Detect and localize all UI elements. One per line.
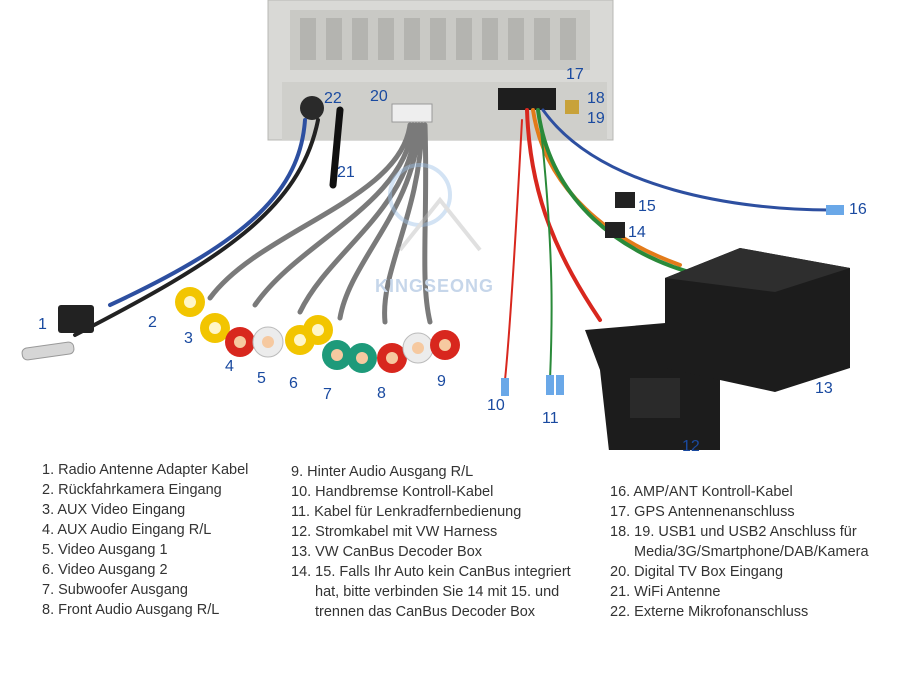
legend-column-3: 16. AMP/ANT Kontroll-Kabel 17. GPS Anten… [610,482,869,622]
callout-17: 17 [566,66,584,83]
callout-11: 11 [542,410,559,427]
callout-6: 6 [289,375,298,392]
rca-white-connector [402,332,434,364]
callout-10: 10 [487,397,505,414]
rca-green-connector [347,343,377,373]
callout-19: 19 [587,110,605,127]
rca-red-connector [225,327,255,357]
wires [73,106,832,381]
legend-item: 8. Front Audio Ausgang R/L [42,602,220,618]
rca-green-connector [322,340,352,370]
legend-item: 22. Externe Mikrofonanschluss [610,604,809,620]
callout-5: 5 [257,370,266,387]
legend-item: 6. Video Ausgang 2 [42,562,168,578]
callout-15: 15 [638,198,656,215]
watermark-text: KINGSEONG [375,276,495,296]
legend-column-2: 9. Hinter Audio Ausgang R/L 10. Handbrem… [291,462,571,622]
head-unit-chassis [267,0,614,141]
callout-21: 21 [337,164,355,181]
legend-item: 9. Hinter Audio Ausgang R/L [291,464,474,480]
legend-item: 11. Kabel für Lenkradfernbedienung [291,504,522,520]
callout-20: 20 [370,88,388,105]
rca-connectors [175,287,460,373]
rca-red-connector [377,343,407,373]
callout-22: 22 [324,90,342,107]
legend-item: 7. Subwoofer Ausgang [42,582,188,598]
callout-13: 13 [815,380,833,397]
legend-item: 16. AMP/ANT Kontroll-Kabel [610,484,793,500]
legend-item-continuation: hat, bitte verbinden Sie 14 mit 15. und [315,584,560,600]
legend-item: 20. Digital TV Box Eingang [610,564,784,580]
legend-item: 14. 15. Falls Ihr Auto kein CanBus integ… [291,564,571,580]
legend-item: 2. Rückfahrkamera Eingang [42,482,222,498]
legend-item: 12. Stromkabel mit VW Harness [291,524,498,540]
callout-4: 4 [225,358,234,375]
callout-8: 8 [377,385,386,402]
callout-18: 18 [587,90,605,107]
legend-item: 5. Video Ausgang 1 [42,542,168,558]
wire-terminals [501,192,844,396]
rca-yellow-connector [200,313,230,343]
canbus-decoder-box [665,248,850,392]
rca-yellow-connector [303,315,333,345]
callout-14: 14 [628,224,646,241]
callout-7: 7 [323,386,332,403]
antenna-adapter-plug [21,305,94,361]
rca-white-connector [252,326,284,358]
wiring-illustration [21,0,850,450]
legend-item: 10. Handbremse Kontroll-Kabel [291,484,494,500]
callout-1: 1 [38,316,47,333]
callout-12: 12 [682,438,700,455]
legend-item-continuation: trennen das CanBus Decoder Box [315,604,536,620]
rca-red-connector [430,330,460,360]
callout-9: 9 [437,373,446,390]
callout-3: 3 [184,330,193,347]
legend-item: 17. GPS Antennenanschluss [610,504,795,520]
callout-2: 2 [148,314,157,331]
legend-item: 1. Radio Antenne Adapter Kabel [42,462,249,478]
legend-item: 21. WiFi Antenne [610,584,721,600]
rca-yellow-connector [175,287,205,317]
legend-item-continuation: Media/3G/Smartphone/DAB/Kamera [634,544,869,560]
legend-item: 18. 19. USB1 und USB2 Anschluss für [610,524,857,540]
legend-item: 3. AUX Video Eingang [42,502,186,518]
legend-column-1: 1. Radio Antenne Adapter Kabel 2. Rückfa… [42,460,248,620]
legend-item: 13. VW CanBus Decoder Box [291,544,483,560]
legend-item: 4. AUX Audio Eingang R/L [42,522,212,538]
kingseong-logo [388,163,482,252]
callout-16: 16 [849,201,867,218]
